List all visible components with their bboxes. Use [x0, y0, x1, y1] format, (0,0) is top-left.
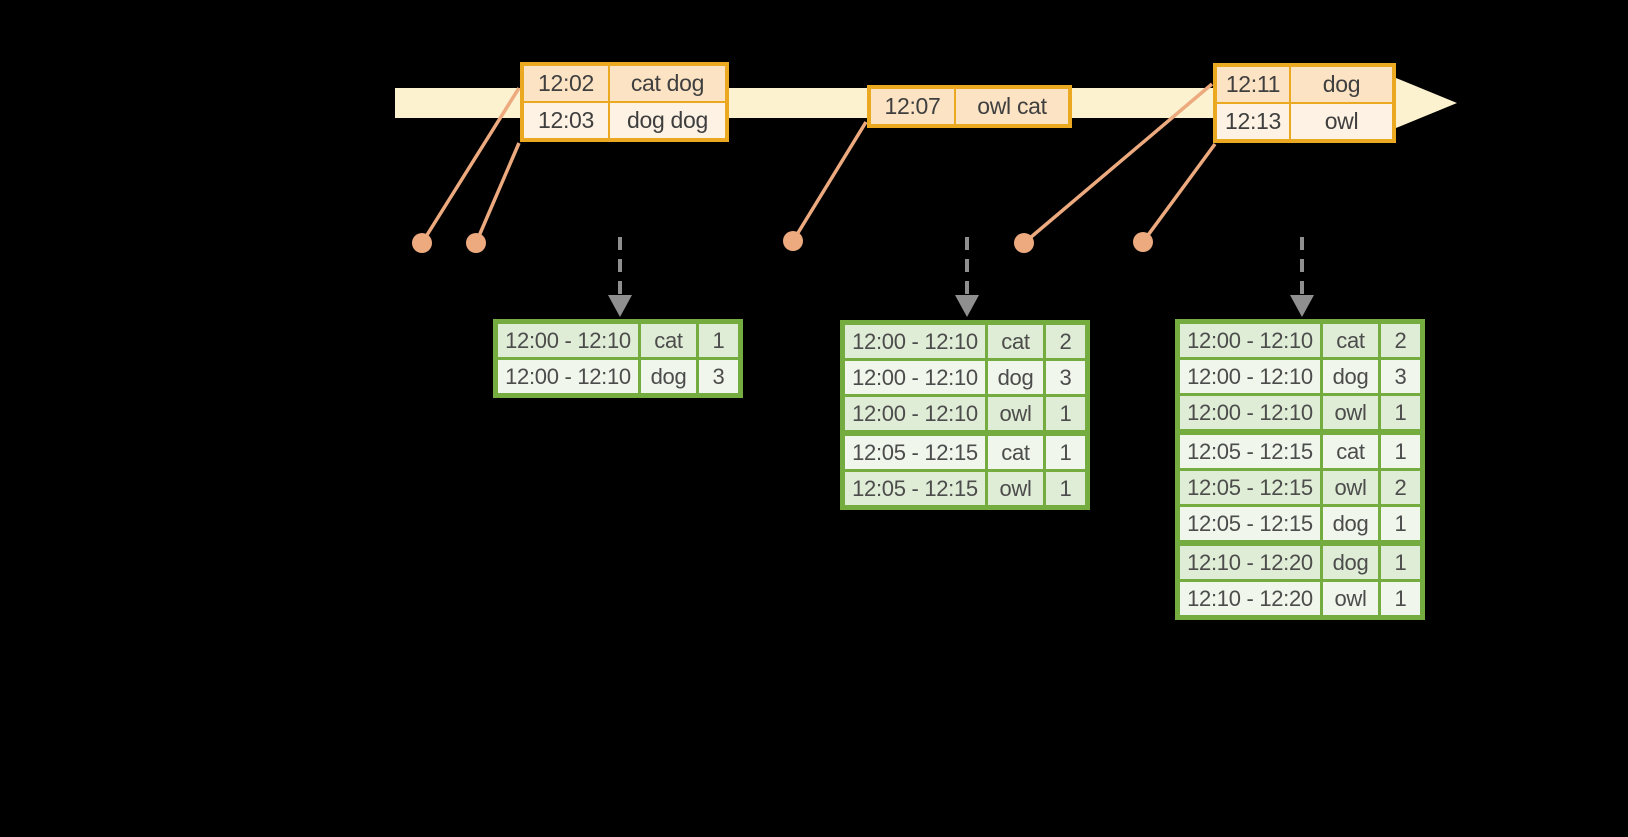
result-window: 12:00 - 12:10	[1176, 393, 1323, 434]
result-word: cat	[985, 321, 1046, 361]
result-count: 1	[1378, 429, 1424, 471]
event-words: owl cat	[954, 86, 1071, 127]
event-connector-line	[791, 121, 868, 242]
event-time: 12:13	[1214, 102, 1291, 142]
event-words: dog	[1289, 64, 1395, 104]
event-words: dog dog	[608, 101, 728, 141]
result-window: 12:00 - 12:10	[841, 358, 988, 397]
result-word: cat	[638, 320, 699, 360]
result-word: owl	[1320, 468, 1381, 507]
result-count: 1	[1378, 540, 1424, 582]
result-count: 1	[1043, 430, 1089, 472]
result-window: 12:00 - 12:10	[841, 394, 988, 435]
result-window: 12:00 - 12:10	[494, 320, 641, 360]
event-time: 12:11	[1214, 64, 1291, 104]
event-dot-icon	[1133, 232, 1153, 252]
result-word: dog	[1320, 504, 1381, 545]
event-dot-icon	[466, 233, 486, 253]
result-window: 12:05 - 12:15	[1176, 429, 1323, 471]
trigger-arrowhead-icon	[608, 295, 632, 317]
result-word: owl	[985, 394, 1046, 435]
result-word: dog	[1320, 540, 1381, 582]
event-connector-line	[474, 142, 521, 244]
event-words: cat dog	[608, 63, 728, 103]
result-count: 1	[1043, 469, 1089, 509]
event-words: owl	[1289, 102, 1395, 142]
event-connector-line	[1022, 82, 1214, 245]
result-window: 12:00 - 12:10	[494, 357, 641, 397]
result-count: 3	[1378, 357, 1424, 396]
result-word: cat	[1320, 320, 1381, 360]
result-word: owl	[1320, 579, 1381, 619]
result-count: 1	[696, 320, 742, 360]
result-window: 12:10 - 12:20	[1176, 579, 1323, 619]
result-window: 12:10 - 12:20	[1176, 540, 1323, 582]
result-word: dog	[1320, 357, 1381, 396]
event-connector-line	[1141, 142, 1217, 244]
result-word: cat	[1320, 429, 1381, 471]
result-word: dog	[638, 357, 699, 397]
event-time: 12:03	[521, 101, 610, 141]
trigger-arrowhead-icon	[1290, 295, 1314, 317]
result-window: 12:00 - 12:10	[1176, 320, 1323, 360]
result-count: 1	[1378, 393, 1424, 434]
result-count: 1	[1378, 504, 1424, 545]
event-dot-icon	[412, 233, 432, 253]
result-window: 12:05 - 12:15	[1176, 504, 1323, 545]
event-time: 12:02	[521, 63, 610, 103]
event-time: 12:07	[868, 86, 956, 127]
trigger-arrowhead-icon	[955, 295, 979, 317]
result-window: 12:05 - 12:15	[1176, 468, 1323, 507]
result-count: 1	[1378, 579, 1424, 619]
result-word: dog	[985, 358, 1046, 397]
result-count: 2	[1043, 321, 1089, 361]
result-count: 3	[1043, 358, 1089, 397]
result-window: 12:05 - 12:15	[841, 430, 988, 472]
result-window: 12:00 - 12:10	[841, 321, 988, 361]
result-count: 2	[1378, 468, 1424, 507]
timeline-arrowhead-icon	[1396, 78, 1457, 128]
result-word: cat	[985, 430, 1046, 472]
result-count: 1	[1043, 394, 1089, 435]
result-window: 12:00 - 12:10	[1176, 357, 1323, 396]
event-dot-icon	[783, 231, 803, 251]
result-word: owl	[985, 469, 1046, 509]
result-count: 3	[696, 357, 742, 397]
result-word: owl	[1320, 393, 1381, 434]
result-window: 12:05 - 12:15	[841, 469, 988, 509]
event-dot-icon	[1014, 233, 1034, 253]
event-connector-line	[420, 87, 521, 244]
result-count: 2	[1378, 320, 1424, 360]
